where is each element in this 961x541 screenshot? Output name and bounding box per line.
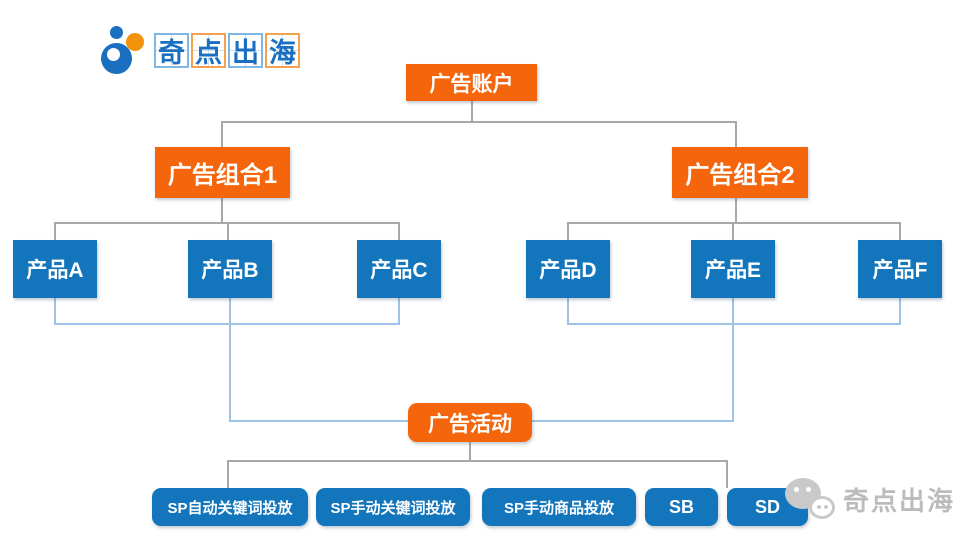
connector-line [227, 222, 229, 240]
node-sp-auto-keyword: SP自动关键词投放 [152, 488, 308, 526]
connector-line [735, 121, 737, 148]
node-product-b: 产品B [188, 240, 272, 298]
logo-char: 海 [265, 32, 300, 68]
connector-line [567, 298, 569, 325]
logo-circle-icon [126, 33, 144, 51]
logo-circle-icon [101, 43, 132, 74]
connector-line [227, 460, 728, 462]
connector-line [469, 442, 471, 462]
connector-line [567, 323, 901, 325]
node-product-d: 产品D [526, 240, 610, 298]
connector-line [530, 420, 734, 422]
node-ad-portfolio-1: 广告组合1 [155, 147, 290, 198]
node-sb: SB [645, 488, 718, 526]
connector-line [54, 323, 400, 325]
brand-logo-icon [98, 22, 150, 78]
wechat-icon [783, 474, 839, 524]
connector-line [732, 298, 734, 325]
connector-line [221, 121, 737, 123]
node-product-a: 产品A [13, 240, 97, 298]
logo-char: 点 [191, 32, 226, 68]
connector-line [229, 298, 231, 325]
connector-line [735, 198, 737, 224]
brand-logo: 奇 点 出 海 [98, 22, 302, 78]
logo-circle-icon [110, 26, 123, 39]
connector-line [471, 100, 473, 122]
node-sp-manual-product: SP手动商品投放 [482, 488, 636, 526]
node-ad-account: 广告账户 [406, 64, 537, 101]
watermark-text: 奇点出海 [843, 485, 956, 516]
connector-line [221, 121, 223, 148]
connector-line [54, 222, 56, 240]
node-sp-manual-keyword: SP手动关键词投放 [316, 488, 470, 526]
connector-line [732, 323, 734, 422]
connector-line [398, 298, 400, 325]
connector-line [227, 460, 229, 488]
logo-char: 奇 [154, 32, 189, 68]
logo-char: 出 [228, 32, 263, 68]
node-product-c: 产品C [357, 240, 441, 298]
connector-line [229, 420, 411, 422]
connector-line [221, 198, 223, 224]
connector-line [567, 222, 901, 224]
connector-line [54, 298, 56, 325]
node-product-f: 产品F [858, 240, 942, 298]
connector-line [398, 222, 400, 240]
brand-logo-text: 奇 点 出 海 [154, 32, 302, 68]
node-ad-portfolio-2: 广告组合2 [672, 147, 808, 198]
connector-line [899, 298, 901, 325]
connector-line [229, 323, 231, 422]
watermark: 奇点出海 [783, 474, 955, 524]
connector-line [732, 222, 734, 240]
connector-line [567, 222, 569, 240]
connector-line [726, 460, 728, 488]
node-product-e: 产品E [691, 240, 775, 298]
connector-line [899, 222, 901, 240]
node-ad-campaign: 广告活动 [408, 403, 532, 442]
